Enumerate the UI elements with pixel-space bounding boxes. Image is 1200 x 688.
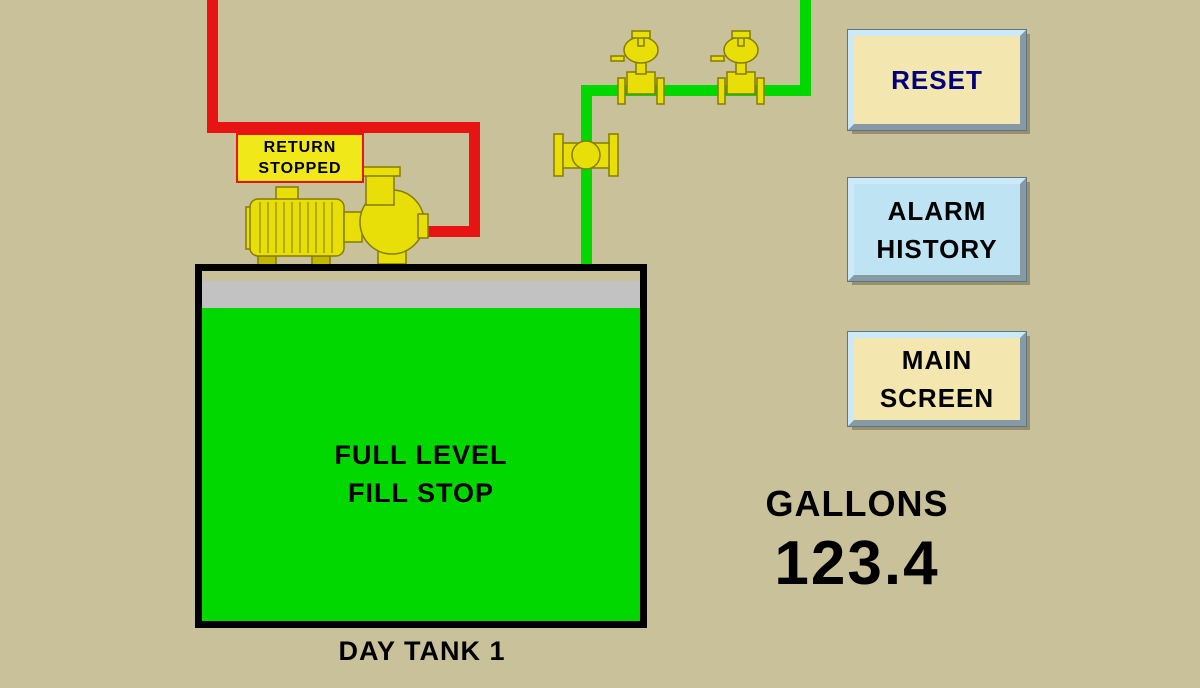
main-screen-button-line1: MAIN <box>901 345 973 375</box>
return-status-line1: RETURN <box>263 139 337 156</box>
day-tank: FULL LEVEL FILL STOP <box>195 264 647 628</box>
reset-button-label: RESET <box>891 65 983 95</box>
return-status-line2: STOPPED <box>258 160 342 177</box>
alarm-history-button-line1: ALARM <box>887 195 987 226</box>
gallons-value: 123.4 <box>774 529 940 598</box>
main-screen-button[interactable]: MAIN SCREEN <box>847 331 1027 427</box>
reset-button[interactable]: RESET <box>847 29 1027 131</box>
pump-icon <box>343 166 429 265</box>
tank-level-status-line2: FILL STOP <box>347 478 495 508</box>
tank-level-status-line1: FULL LEVEL <box>334 440 508 470</box>
tank-name-label: DAY TANK 1 <box>338 636 506 666</box>
gallons-label: GALLONS <box>765 483 949 524</box>
tank-headspace-band <box>202 281 640 308</box>
tank-level-status: FULL LEVEL FILL STOP <box>202 436 640 512</box>
green-fill-pipe <box>581 0 811 265</box>
fill-valve-icon <box>610 30 665 105</box>
inline-valve-icon <box>553 133 619 177</box>
alarm-history-button[interactable]: ALARM HISTORY <box>847 177 1027 282</box>
pump-motor-icon <box>245 186 345 266</box>
return-status-badge: RETURN STOPPED <box>236 133 364 183</box>
alarm-history-button-line2: HISTORY <box>876 233 998 264</box>
red-return-pipe <box>207 0 480 237</box>
fill-valve-icon <box>710 30 765 105</box>
gallons-readout: GALLONS 123.4 <box>737 483 977 595</box>
tank-level-fill <box>202 308 640 621</box>
main-screen-button-line2: SCREEN <box>879 383 995 413</box>
